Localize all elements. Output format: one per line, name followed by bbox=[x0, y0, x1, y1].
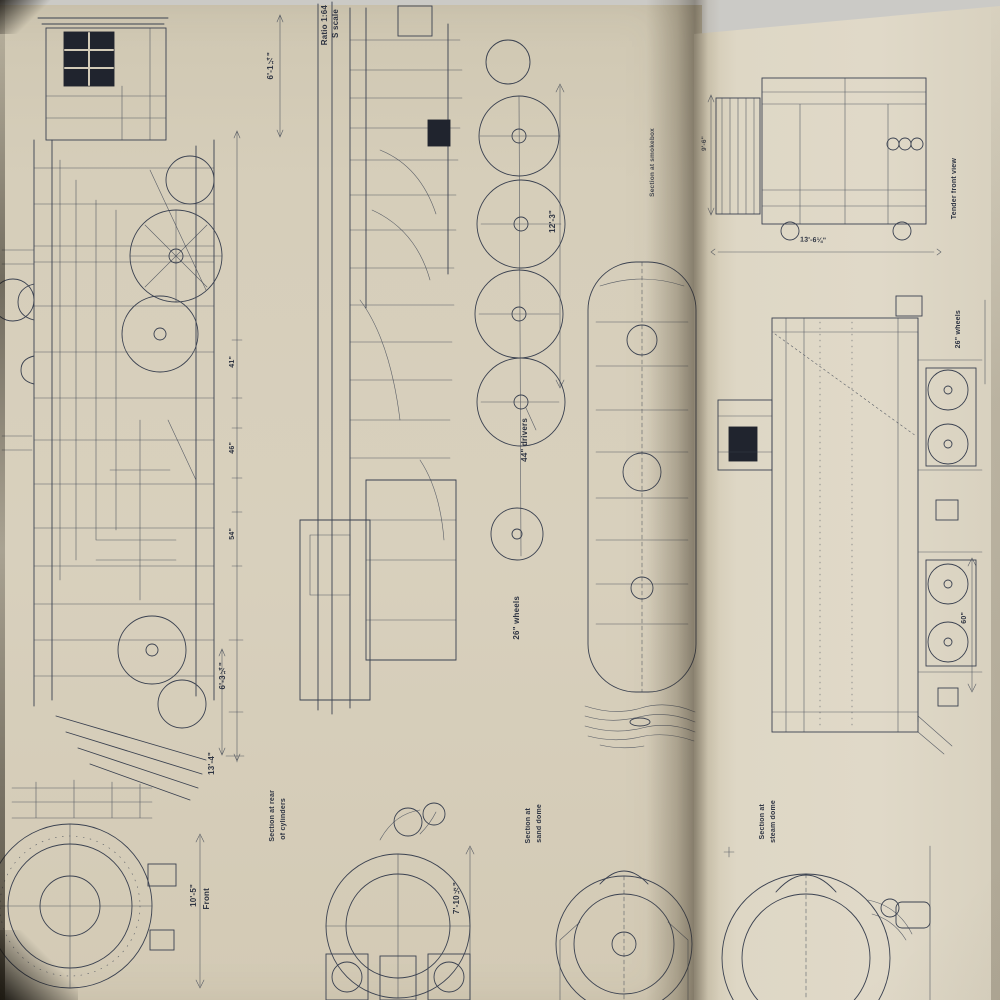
front-view-dim: 10'-5" bbox=[189, 884, 198, 907]
drivers-size-label: 44" drivers bbox=[520, 418, 529, 462]
right-page bbox=[694, 6, 1000, 1000]
tender-wheels-label: 26" wheels bbox=[955, 310, 962, 349]
dim-total-length: 13'-4" bbox=[207, 752, 216, 775]
section-steam-line2: steam dome bbox=[770, 800, 777, 843]
dim-lower: 6'-3¼" bbox=[218, 662, 227, 690]
photo-corner-shadow-bottom-left bbox=[0, 930, 78, 1000]
photo-edge-left bbox=[0, 0, 5, 1000]
front-view-label: Front bbox=[202, 888, 211, 910]
section-note-label: Section at smokebox bbox=[649, 128, 656, 197]
section-rear-line1: Section at rear bbox=[269, 790, 276, 842]
tender-front-title: Tender front view bbox=[951, 158, 958, 220]
dim-chain-1: 41" bbox=[229, 356, 236, 368]
section-rear-dim: 7'-10½" bbox=[452, 882, 461, 915]
section-steam-line1: Section at bbox=[759, 804, 766, 840]
tender-truck-dim: 60" bbox=[961, 612, 968, 624]
dim-chain-3: 54" bbox=[229, 528, 236, 540]
section-sand-line1: Section at bbox=[525, 808, 532, 844]
tender-height-dim: 9'-6" bbox=[701, 136, 708, 152]
dim-chain-2: 46" bbox=[229, 442, 236, 454]
tender-width-dim: 13'-6¼" bbox=[799, 236, 827, 245]
section-rear-line2: of cylinders bbox=[280, 798, 287, 840]
dim-boiler-length: 12'-3" bbox=[548, 210, 557, 233]
left-page bbox=[0, 5, 702, 1000]
photo-edge-right bbox=[991, 0, 1000, 1000]
dim-cab-width: 6'-1¼" bbox=[266, 52, 275, 80]
wheels-size-label: 26" wheels bbox=[512, 596, 521, 640]
scale-ratio-label: Ratio 1:64 bbox=[320, 5, 329, 46]
scale-name-label: S scale bbox=[331, 9, 340, 38]
section-sand-line2: sand dome bbox=[536, 804, 543, 843]
photo-corner-shadow-top-left bbox=[0, 0, 52, 34]
